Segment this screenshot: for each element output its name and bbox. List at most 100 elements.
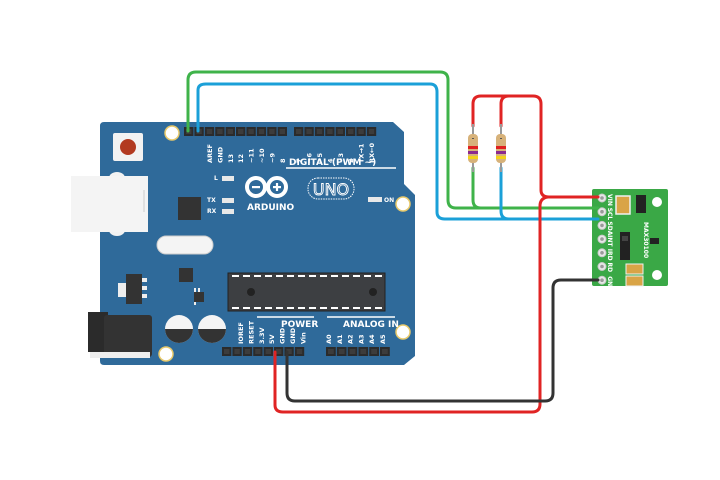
- sensor-pin-label: VIN: [606, 194, 613, 206]
- pin-socket: [244, 349, 251, 354]
- arduino-logo-text: ARDUINO: [247, 203, 295, 213]
- pin-hole: [600, 196, 604, 200]
- pin-socket: [224, 349, 230, 354]
- pin-socket: [296, 129, 302, 134]
- usb-port: [71, 172, 148, 236]
- analog-header: [326, 347, 390, 356]
- pullup-wire[interactable]: [471, 94, 600, 199]
- pin-label: TX→1: [358, 143, 366, 163]
- gnd-wire[interactable]: [285, 278, 600, 403]
- led-l-label: L: [214, 175, 218, 182]
- resistor-band: [496, 151, 506, 154]
- arduino-logo-icon: [245, 176, 288, 198]
- pin-label: ~10: [258, 148, 266, 163]
- capacitor: [165, 315, 193, 343]
- sensor-window: [622, 236, 628, 241]
- sda-pullup-wire[interactable]: [499, 166, 511, 221]
- pin-label: A3: [357, 334, 365, 344]
- pin-socket: [338, 349, 345, 354]
- resistor-band: [496, 146, 506, 149]
- pin-socket: [296, 349, 303, 354]
- sda-wire[interactable]: [196, 82, 600, 221]
- sensor-pin-label: INT: [606, 235, 613, 247]
- led-rx: [222, 209, 234, 214]
- pin-socket: [206, 129, 213, 134]
- pin-socket: [248, 129, 254, 134]
- regulator-chip: [636, 195, 646, 213]
- pin-socket: [217, 129, 223, 134]
- uno-badge: [307, 177, 355, 200]
- dc-jack: [88, 312, 152, 358]
- led-on: [368, 197, 382, 202]
- resistor-band: [468, 156, 478, 159]
- usb-chip: [178, 197, 201, 220]
- pin-label: ~6: [306, 153, 314, 163]
- resistor-band: [496, 156, 506, 159]
- pin-socket: [327, 129, 333, 134]
- pin-label: 12: [237, 154, 245, 163]
- pin-label: ~5: [316, 153, 324, 163]
- led-l: [222, 176, 234, 181]
- pin-socket: [348, 129, 354, 134]
- pullup-wire[interactable]: [499, 94, 511, 128]
- scl-wire[interactable]: [186, 70, 600, 210]
- pin-label: A2: [347, 334, 355, 344]
- sensor-pin-label: GND: [606, 276, 613, 291]
- mounting-hole: [395, 324, 411, 340]
- capacitor: [625, 263, 644, 275]
- pin-hole: [600, 251, 604, 255]
- pin-socket: [227, 129, 233, 134]
- optical-sensor: [620, 232, 630, 260]
- pin-label: ~9: [268, 153, 276, 163]
- pin-label: 8: [279, 158, 287, 163]
- digital-header-label: DIGITAL (PWM ~): [289, 158, 376, 168]
- pin-socket: [286, 349, 292, 354]
- resistor-r1[interactable]: [468, 124, 478, 172]
- pin-label: A5: [379, 334, 387, 344]
- capacitor: [615, 195, 631, 215]
- pin-socket: [276, 349, 282, 354]
- led-on-label: ON: [384, 197, 394, 204]
- crystal-oscillator: [156, 235, 214, 255]
- voltage-regulator: [118, 274, 147, 304]
- pin-socket: [258, 129, 265, 134]
- pin-hole: [600, 278, 604, 283]
- pin-label: RX←0: [368, 143, 376, 163]
- pin-label: GND: [289, 327, 297, 344]
- pin-label: RESET: [247, 320, 255, 344]
- pin-socket: [255, 349, 261, 354]
- pin-socket: [368, 129, 375, 134]
- scl-pullup-wire[interactable]: [471, 166, 483, 210]
- resistor-mark: [500, 138, 502, 139]
- small-chip: [179, 268, 193, 282]
- pin-socket: [306, 129, 312, 134]
- smd-part: [650, 238, 659, 244]
- pin-label: 2: [347, 158, 355, 163]
- sensor-pin-label: SCL: [606, 208, 613, 221]
- pin-socket: [360, 349, 367, 354]
- resistor-r2[interactable]: [496, 124, 506, 172]
- reset-button[interactable]: [113, 133, 143, 161]
- pin-label: IOREF: [237, 322, 245, 344]
- resistor-mark: [472, 138, 474, 139]
- analog-header-label: ANALOG IN: [343, 320, 399, 330]
- pin-hole: [600, 237, 604, 241]
- led-tx-label: TX: [207, 197, 216, 204]
- digital-header: [184, 127, 377, 136]
- pin-socket: [265, 349, 271, 354]
- pin-label: AREF: [206, 144, 214, 163]
- led-tx: [222, 198, 234, 203]
- pin-label: ~11: [248, 148, 256, 163]
- sensor-pin-label: IRD: [606, 249, 613, 261]
- capacitor: [625, 275, 644, 287]
- vin-wire[interactable]: [273, 195, 550, 414]
- uno-text: UNO: [313, 180, 349, 199]
- mounting-hole: [164, 125, 180, 141]
- pin-label: A0: [325, 334, 333, 344]
- power-header: [222, 347, 305, 356]
- pin-socket: [328, 349, 334, 354]
